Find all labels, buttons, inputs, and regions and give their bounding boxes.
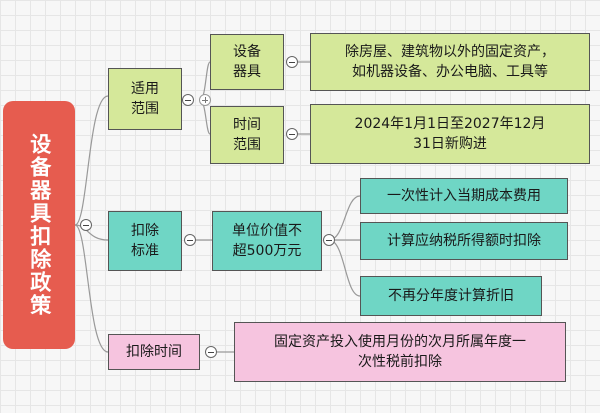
node-equipment-detail[interactable]: 除房屋、建筑物以外的固定资产， 如机器设备、办公电脑、工具等 <box>310 33 590 91</box>
scope-collapse-icon[interactable] <box>182 94 194 106</box>
branch-node-deduction[interactable]: 扣除 标准 <box>108 211 182 271</box>
rule-item[interactable]: 一次性计入当期成本费用 <box>360 178 568 214</box>
node-period[interactable]: 时间 范围 <box>210 106 284 164</box>
node-equipment[interactable]: 设备 器具 <box>210 34 284 90</box>
branch-node-scope[interactable]: 适用 范围 <box>108 68 182 130</box>
equipment-collapse-icon[interactable] <box>286 56 298 68</box>
unit-value-collapse-icon[interactable] <box>323 234 335 246</box>
period-collapse-icon[interactable] <box>286 128 298 140</box>
timing-collapse-icon[interactable] <box>205 346 217 358</box>
node-period-detail[interactable]: 2024年1月1日至2027年12月 31日新购进 <box>310 104 590 164</box>
node-timing-detail[interactable]: 固定资产投入使用月份的次月所属年度一 次性税前扣除 <box>234 322 566 382</box>
root-collapse-icon[interactable] <box>80 219 92 231</box>
root-node-deduction-policy[interactable]: 设备器具扣除政策 <box>3 101 75 349</box>
rule-item[interactable]: 计算应纳税所得额时扣除 <box>360 222 568 260</box>
rule-item[interactable]: 不再分年度计算折旧 <box>360 276 542 316</box>
scope-expand-icon[interactable] <box>199 94 211 106</box>
branch-node-timing[interactable]: 扣除时间 <box>108 334 200 370</box>
node-unit-value[interactable]: 单位价值不 超500万元 <box>212 211 322 271</box>
deduction-collapse-icon[interactable] <box>184 234 196 246</box>
